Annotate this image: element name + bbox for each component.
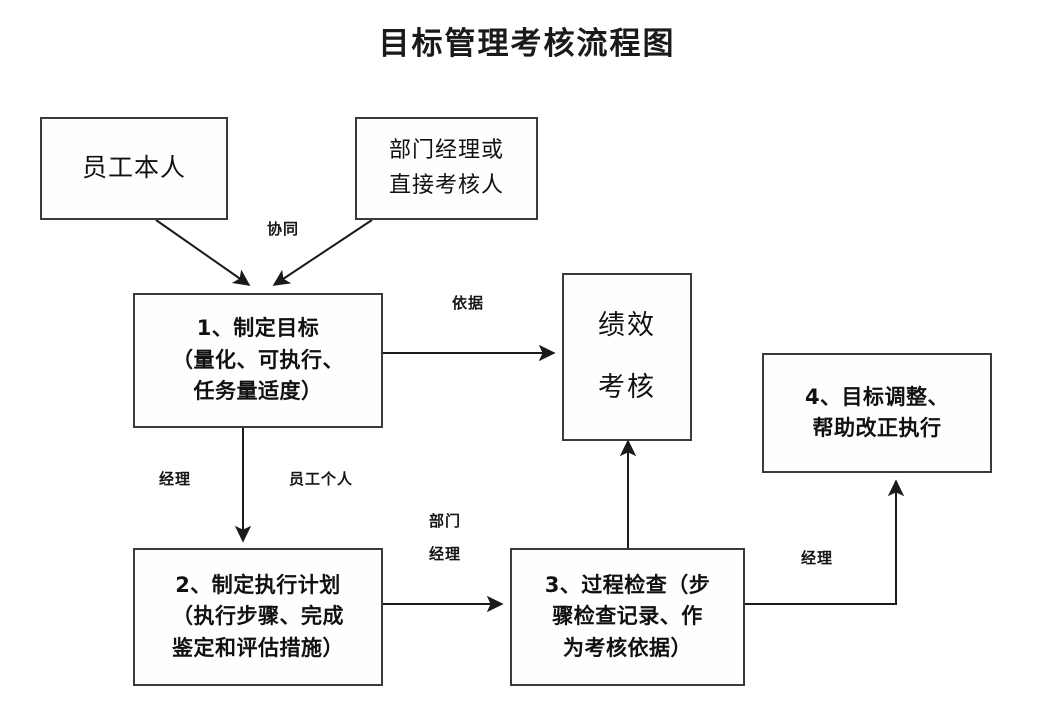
connector-manager-to-step1 <box>272 219 373 286</box>
connector-step3-to-step4 <box>745 479 905 605</box>
node-step1[interactable]: 1、制定目标 （量化、可执行、 任务量适度） <box>133 293 383 428</box>
node-step2[interactable]: 2、制定执行计划 （执行步骤、完成 鉴定和评估措施） <box>133 548 383 686</box>
node-step4-line2: 帮助改正执行 <box>812 416 942 440</box>
edge-label-collaborate: 协同 <box>266 220 299 238</box>
node-appraisal-line2: 考核 <box>598 372 656 403</box>
node-step1-line3: 任务量适度） <box>193 379 323 404</box>
node-step3[interactable]: 3、过程检查（步 骤检查记录、作 为考核依据） <box>510 548 745 686</box>
node-manager-line1: 部门经理或 <box>388 138 504 164</box>
node-appraisal[interactable]: 绩效 考核 <box>562 273 692 441</box>
node-step3-line3: 为考核依据） <box>563 635 692 660</box>
node-appraisal-line1: 绩效 <box>598 309 656 341</box>
node-step1-line2: （量化、可执行、 <box>172 347 344 372</box>
node-manager[interactable]: 部门经理或 直接考核人 <box>355 117 538 220</box>
edge-label-manager-left: 经理 <box>158 470 191 488</box>
node-step3-line2: 骤检查记录、作 <box>552 604 703 629</box>
node-step3-line1: 3、过程检查（步 <box>544 572 711 597</box>
edge-label-manager-right: 经理 <box>800 549 833 567</box>
node-step1-line1: 1、制定目标 <box>196 316 320 341</box>
node-step4[interactable]: 4、目标调整、 帮助改正执行 <box>762 353 992 473</box>
edge-label-dept-line1: 部门 <box>428 512 461 530</box>
connector-employee-to-step1 <box>155 219 251 286</box>
node-employee-line1: 员工本人 <box>81 153 186 183</box>
node-step2-line3: 鉴定和评估措施） <box>172 635 344 660</box>
edge-label-basis: 依据 <box>451 294 484 312</box>
page-title: 目标管理考核流程图 <box>378 26 676 62</box>
edge-label-employee-self: 员工个人 <box>288 470 353 488</box>
edge-label-dept-line2: 经理 <box>428 545 461 563</box>
node-step2-line1: 2、制定执行计划 <box>175 572 341 597</box>
node-manager-line2: 直接考核人 <box>388 172 504 198</box>
node-step2-line2: （执行步骤、完成 <box>172 604 344 629</box>
node-step4-line1: 4、目标调整、 <box>804 384 950 409</box>
node-employee[interactable]: 员工本人 <box>40 117 228 220</box>
